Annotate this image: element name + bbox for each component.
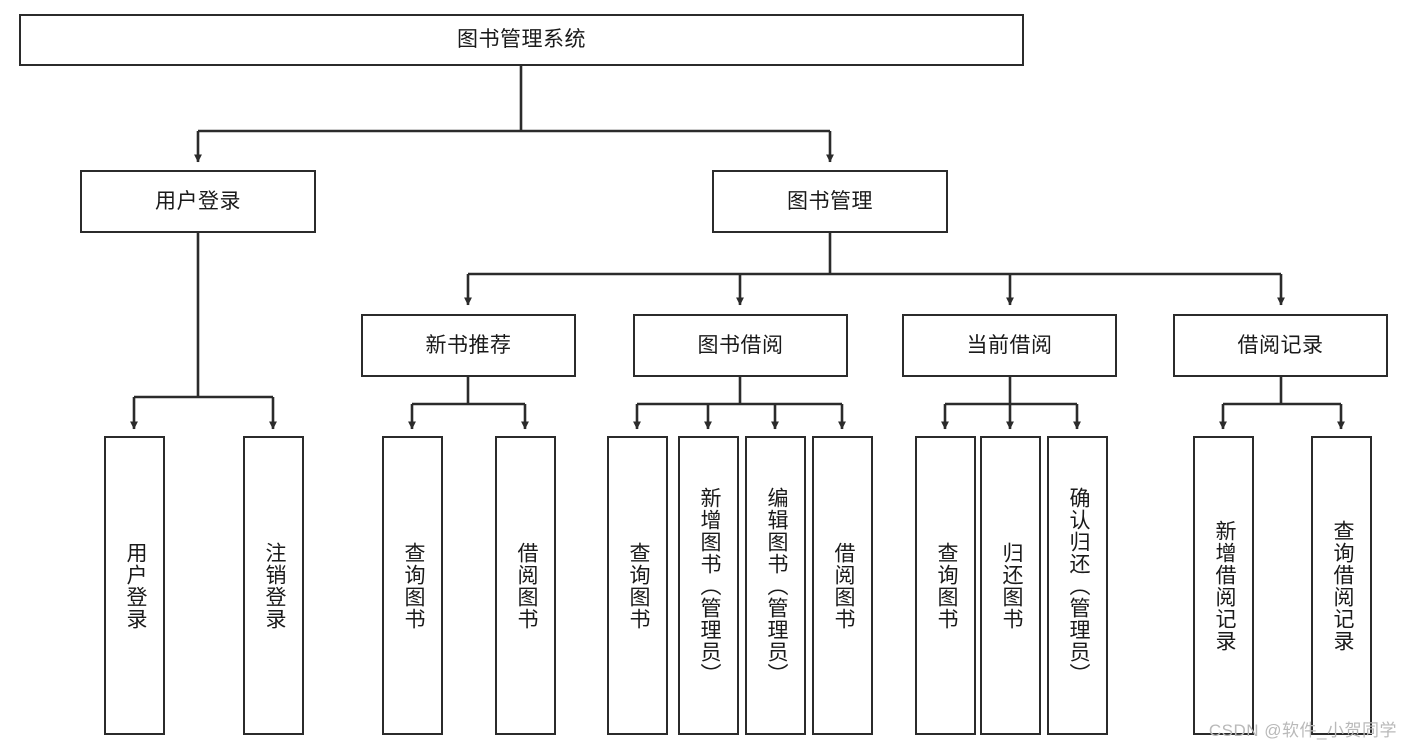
node-label: 图书借阅 [697,333,784,357]
node-label: 查询借阅记录 [1330,519,1354,652]
node-label: 用户登录 [155,189,241,213]
node-book-management[interactable]: 图书管理 [712,170,948,233]
node-label: 新增借阅记录 [1212,519,1236,652]
leaf-user-login-signout[interactable]: 注销登录 [243,436,304,735]
node-label: 归还图书 [999,541,1023,630]
csdn-watermark: CSDN @软件_小贺同学 [1208,721,1397,740]
node-label: 查询图书 [401,541,425,630]
node-label: 注销登录 [262,541,286,630]
leaf-borrow-add-book-admin[interactable]: 新增图书（管理员） [678,436,739,735]
node-current-borrow[interactable]: 当前借阅 [902,314,1117,377]
node-borrow-record[interactable]: 借阅记录 [1173,314,1388,377]
node-label: 用户登录 [123,541,147,630]
node-label: 图书管理系统 [457,28,586,52]
node-label: 新书推荐 [425,333,512,357]
leaf-borrow-edit-book-admin[interactable]: 编辑图书（管理员） [745,436,806,735]
leaf-recommend-borrow-book[interactable]: 借阅图书 [495,436,556,735]
leaf-current-return-book[interactable]: 归还图书 [980,436,1041,735]
leaf-borrow-query-book[interactable]: 查询图书 [607,436,668,735]
node-label: 借阅记录 [1237,333,1324,357]
node-label: 借阅图书 [514,541,538,630]
node-label: 确认归还（管理员） [1066,486,1090,685]
node-label: 图书管理 [787,189,873,213]
leaf-current-confirm-return-admin[interactable]: 确认归还（管理员） [1047,436,1108,735]
node-label: 查询图书 [626,541,650,630]
leaf-recommend-query-book[interactable]: 查询图书 [382,436,443,735]
node-new-book-recommend[interactable]: 新书推荐 [361,314,576,377]
node-label: 当前借阅 [966,333,1053,357]
leaf-record-add-record[interactable]: 新增借阅记录 [1193,436,1254,735]
node-label: 新增图书（管理员） [697,486,721,685]
node-label: 查询图书 [934,541,958,630]
leaf-user-login-signin[interactable]: 用户登录 [104,436,165,735]
leaf-record-query-record[interactable]: 查询借阅记录 [1311,436,1372,735]
leaf-current-query-book[interactable]: 查询图书 [915,436,976,735]
node-user-login[interactable]: 用户登录 [80,170,316,233]
node-label: 借阅图书 [831,541,855,630]
node-label: 编辑图书（管理员） [764,486,788,685]
node-book-borrow[interactable]: 图书借阅 [633,314,848,377]
node-root-system[interactable]: 图书管理系统 [19,14,1024,66]
leaf-borrow-borrow-book[interactable]: 借阅图书 [812,436,873,735]
